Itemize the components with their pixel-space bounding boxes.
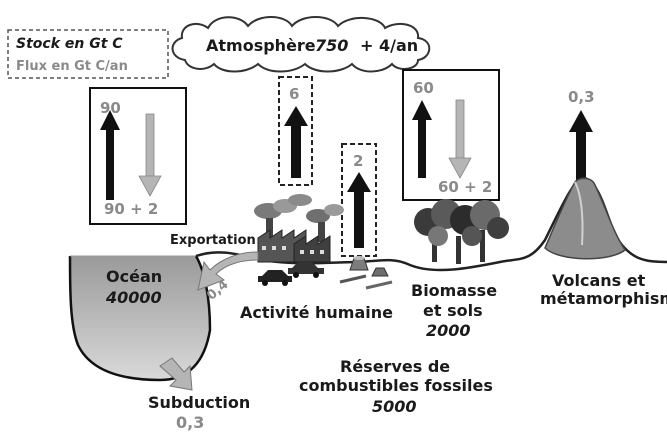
- fossil-emission-value: 6: [289, 85, 299, 103]
- biomass-label-line2: et sols: [423, 301, 483, 320]
- forest-icon: [414, 199, 509, 264]
- ocean-exchange-box: 90 90 + 2: [89, 87, 187, 225]
- car-icon: [258, 262, 324, 286]
- human-activity-label: Activité humaine: [240, 303, 393, 322]
- biomass-uptake-value: 60 + 2: [438, 178, 492, 196]
- tree-stump-icon: [339, 256, 393, 290]
- volcano-emission: 0,3: [568, 88, 595, 190]
- arrow-up-icon: [284, 106, 308, 178]
- subduction-label: Subduction: [148, 393, 250, 412]
- arrow-up-icon: [347, 172, 371, 248]
- biomass-stock: 2000: [426, 321, 471, 340]
- arrow-up-icon: [569, 110, 593, 190]
- cloud-icon: [171, 16, 431, 73]
- biomass-exchange-box: 60 60 + 2: [402, 69, 500, 201]
- ocean-uptake-value: 90: [100, 99, 121, 117]
- exportation-label: Exportation: [170, 233, 256, 248]
- legend-box: Stock en Gt C Flux en Gt C/an: [7, 29, 169, 79]
- ocean-label: Océan: [106, 267, 162, 286]
- volcano-icon: [544, 177, 626, 260]
- atmosphere-label: Atmosphère: [206, 36, 316, 55]
- land-use-emission-value: 2: [353, 152, 363, 170]
- atmosphere-increase: + 4/an: [360, 36, 418, 55]
- ocean-stock: 40000: [105, 288, 162, 307]
- legend-flux-label: Flux en Gt C/an: [16, 59, 128, 74]
- subduction-arrow: [159, 357, 193, 391]
- fossil-emission-box: 6: [278, 76, 313, 186]
- atmosphere-cloud: Atmosphère 750 + 4/an: [171, 16, 431, 73]
- subduction-value: 0,3: [176, 413, 204, 432]
- arrow-down-icon: [138, 113, 162, 197]
- reserves-stock: 5000: [372, 397, 417, 416]
- biomass-release-value: 60: [413, 79, 434, 97]
- atmosphere-stock: 750: [315, 36, 348, 55]
- factory-icon: [254, 194, 344, 263]
- arrow-down-icon: [448, 99, 472, 179]
- volcano-emission-value: 0,3: [568, 88, 595, 106]
- reserves-label-line1: Réserves de: [340, 357, 450, 376]
- volcano-label-line2: métamorphisme: [540, 289, 667, 308]
- volcano-label-line1: Volcans et: [552, 271, 646, 290]
- reserves-label-line2: combustibles fossiles: [299, 376, 493, 395]
- land-use-emission-box: 2: [341, 143, 377, 257]
- arrow-up-icon: [100, 110, 120, 200]
- arrow-up-icon: [412, 100, 432, 178]
- ocean-release-value: 90 + 2: [104, 200, 158, 218]
- legend-stock-label: Stock en Gt C: [16, 36, 123, 52]
- biomass-label-line1: Biomasse: [411, 281, 497, 300]
